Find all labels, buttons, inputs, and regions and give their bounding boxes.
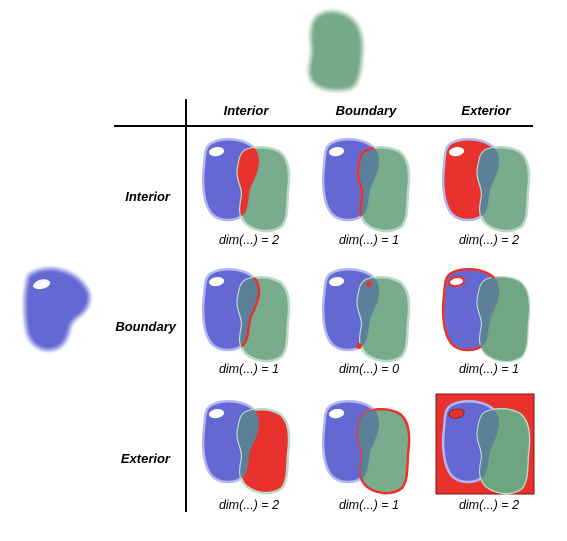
- col-header-boundary: Boundary: [336, 103, 397, 118]
- matrix-cell-r1-c1: [321, 267, 411, 363]
- row-header-exterior: Exterior: [121, 451, 171, 466]
- dim-label-r0-c2: dim(...) = 2: [459, 233, 519, 247]
- matrix-cell-r2-c2: [435, 393, 535, 495]
- matrix-cell-r1-c0: [201, 267, 291, 363]
- matrix-cell-r0-c1: [321, 137, 411, 233]
- matrix-cell-r2-c1: [321, 399, 411, 495]
- dim-label-r1-c1: dim(...) = 0: [339, 362, 399, 376]
- row-header-boundary: Boundary: [115, 319, 176, 334]
- col-header-interior: Interior: [224, 103, 270, 118]
- dim-label-r0-c0: dim(...) = 2: [219, 233, 279, 247]
- matrix-cell-r0-c2: [441, 137, 531, 233]
- dim-label-r0-c1: dim(...) = 1: [339, 233, 399, 247]
- dim-label-r2-c2: dim(...) = 2: [459, 498, 519, 512]
- dim-label-r2-c0: dim(...) = 2: [219, 498, 279, 512]
- matrix-cell-r0-c0: [201, 137, 291, 233]
- matrix-cell-r1-c2: [441, 267, 531, 363]
- col-header-exterior: Exterior: [461, 103, 511, 118]
- dim-label-r1-c2: dim(...) = 1: [459, 362, 519, 376]
- row-header-interior: Interior: [125, 189, 171, 204]
- dim-label-r2-c1: dim(...) = 1: [339, 498, 399, 512]
- shape-b-legend: [307, 9, 365, 93]
- dim-label-r1-c0: dim(...) = 1: [219, 362, 279, 376]
- matrix-cell-r2-c0: [201, 399, 291, 495]
- shape-a-legend: [23, 266, 92, 352]
